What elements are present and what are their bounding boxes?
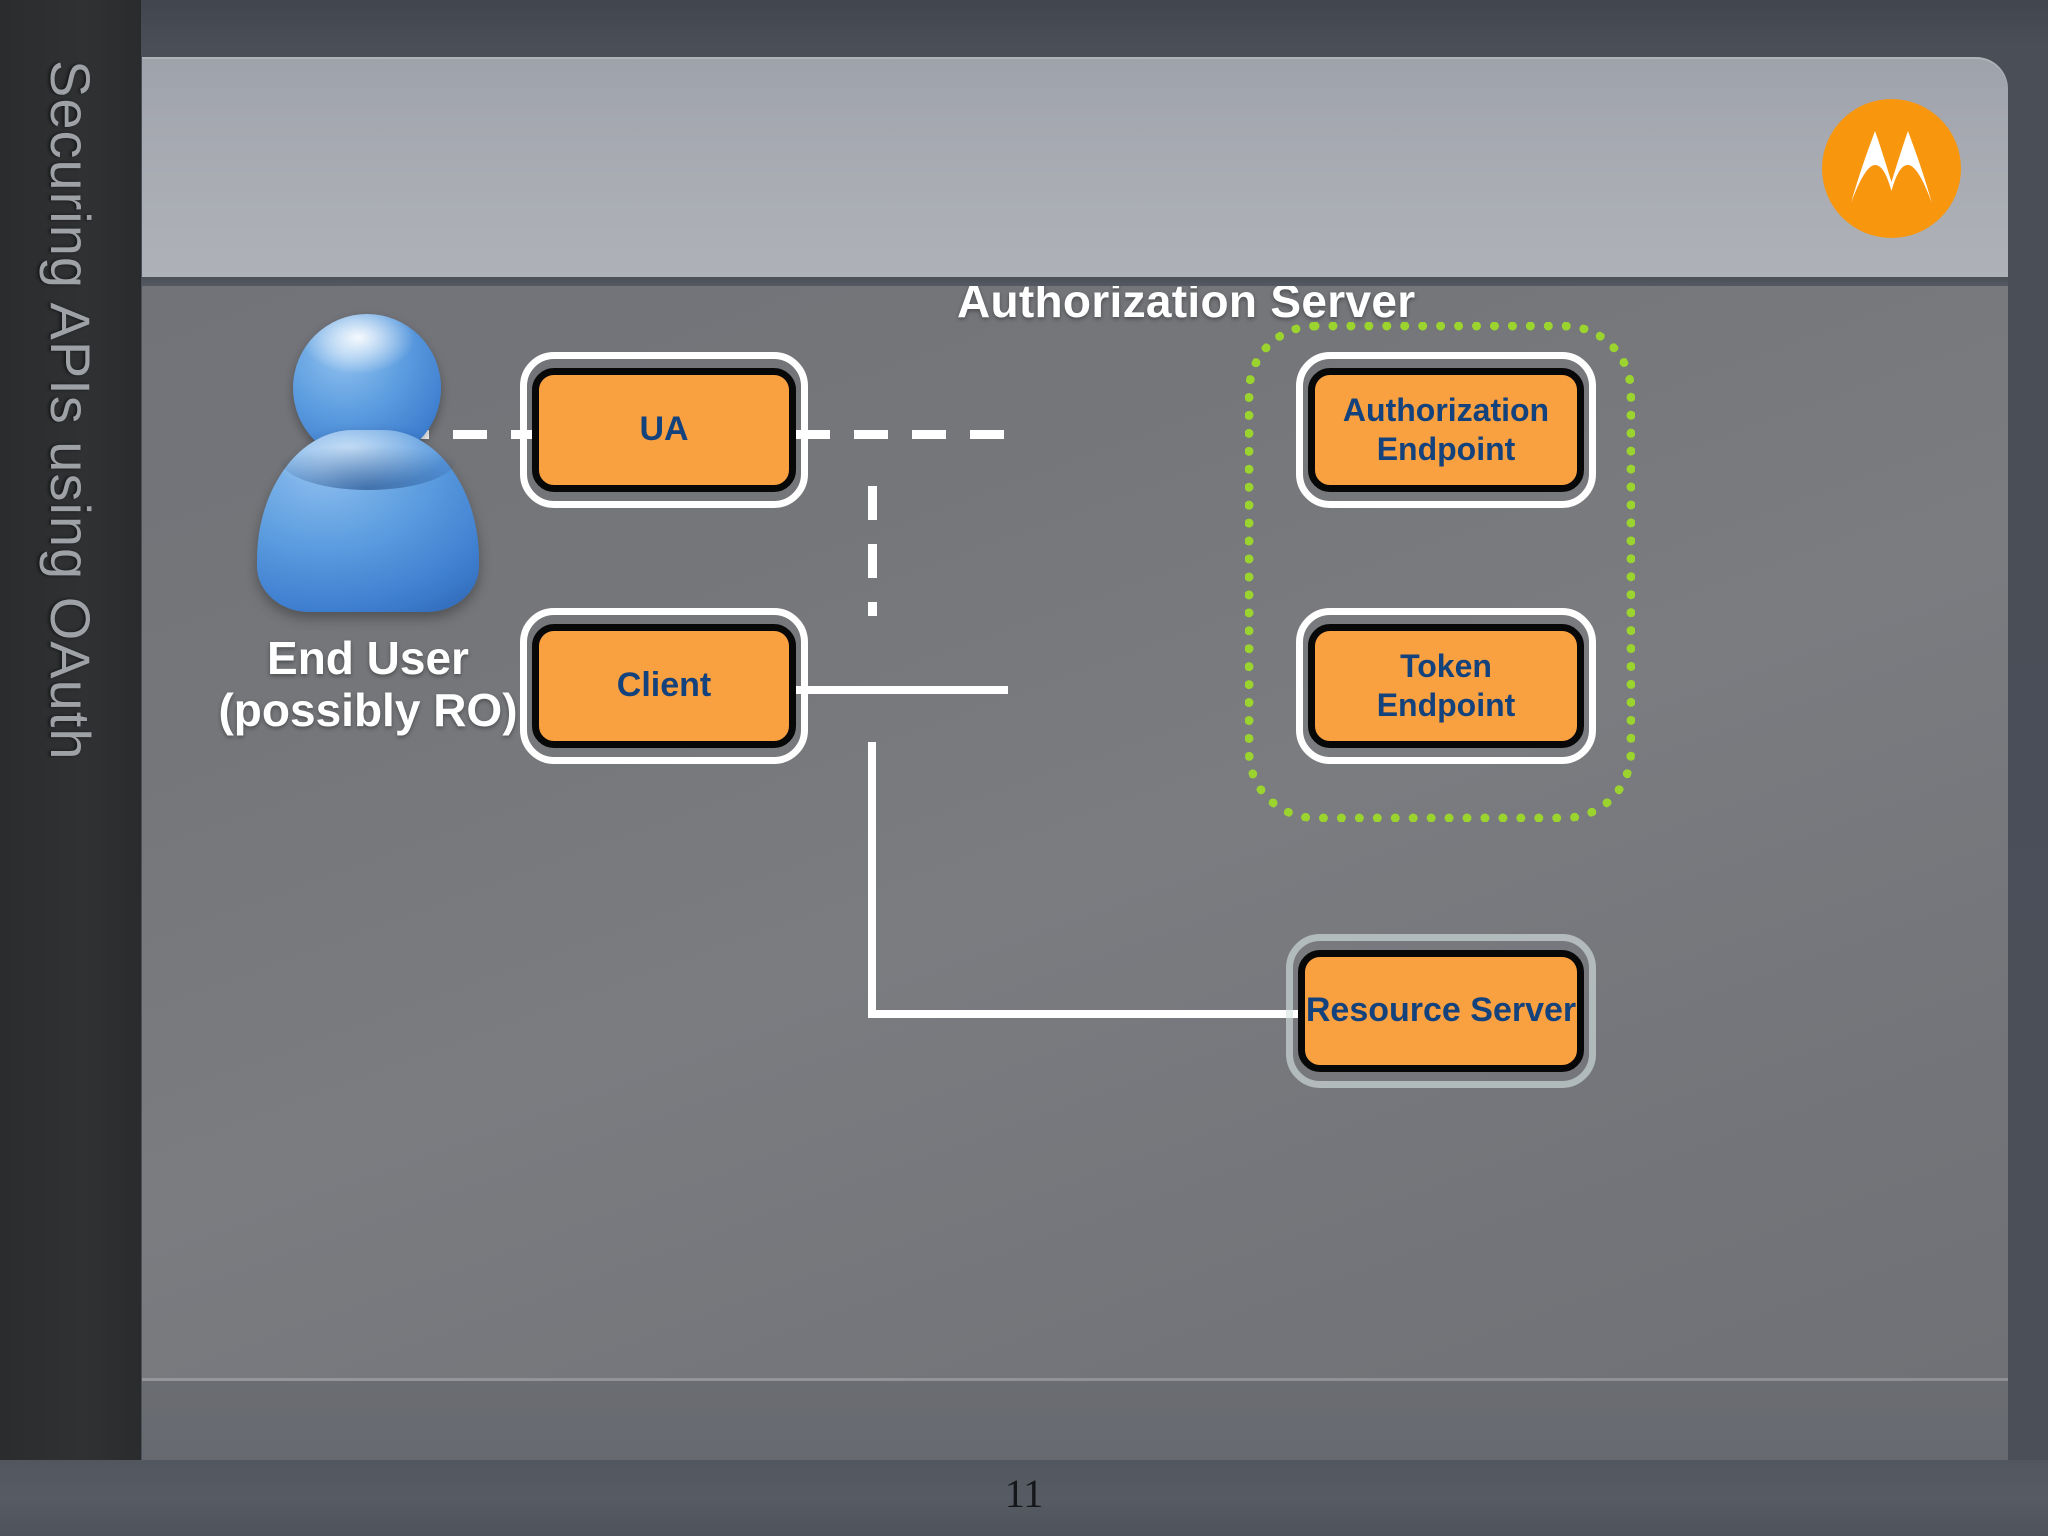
node-client-halo — [520, 608, 808, 764]
node-resource-server-halo — [1286, 934, 1596, 1088]
node-client[interactable]: Client — [520, 608, 808, 764]
sidebar-rail: Securing APIs using OAuth — [0, 0, 141, 1536]
avatar-body — [257, 426, 479, 612]
node-resource-server[interactable]: Resource Server — [1286, 934, 1596, 1088]
connector-client-to-token-endpoint — [796, 686, 1008, 694]
node-client-box: Client — [532, 624, 796, 748]
deck-title: Securing APIs using OAuth — [39, 60, 102, 761]
motorola-logo-icon — [1822, 99, 1961, 238]
authorization-server-region — [1245, 322, 1635, 822]
end-user-avatar-icon — [257, 314, 479, 612]
node-authorization-endpoint[interactable]: Authorization Endpoint — [1296, 352, 1596, 508]
connector-end-user-to-ua — [395, 430, 532, 439]
node-authorization-endpoint-halo — [1296, 352, 1596, 508]
canvas-footer-strip — [142, 1381, 2008, 1460]
node-ua[interactable]: UA — [520, 352, 808, 508]
node-ua-box: UA — [532, 368, 796, 492]
slide-content-canvas: Authorization Server End User (possibly … — [142, 286, 2008, 1460]
end-user-label: End User (possibly RO) — [218, 632, 518, 737]
slide-header-band — [142, 57, 2008, 279]
slide-footer — [0, 1460, 2048, 1536]
node-token-endpoint-halo — [1296, 608, 1596, 764]
node-token-endpoint-box: Token Endpoint — [1308, 624, 1584, 748]
canvas-divider — [142, 1378, 2008, 1381]
node-ua-halo — [520, 352, 808, 508]
node-authorization-endpoint-box: Authorization Endpoint — [1308, 368, 1584, 492]
connector-client-to-resource-server-vertical — [868, 742, 876, 1018]
page-number: 11 — [1004, 1471, 1044, 1516]
connector-ua-to-client — [868, 486, 877, 616]
node-resource-server-box: Resource Server — [1298, 950, 1584, 1072]
connector-ua-to-authorization-endpoint — [796, 430, 1008, 439]
authorization-server-region-label: Authorization Server — [957, 286, 1416, 327]
node-token-endpoint[interactable]: Token Endpoint — [1296, 608, 1596, 764]
header-divider — [142, 277, 2008, 286]
connector-client-to-resource-server-horizontal — [868, 1010, 1298, 1018]
